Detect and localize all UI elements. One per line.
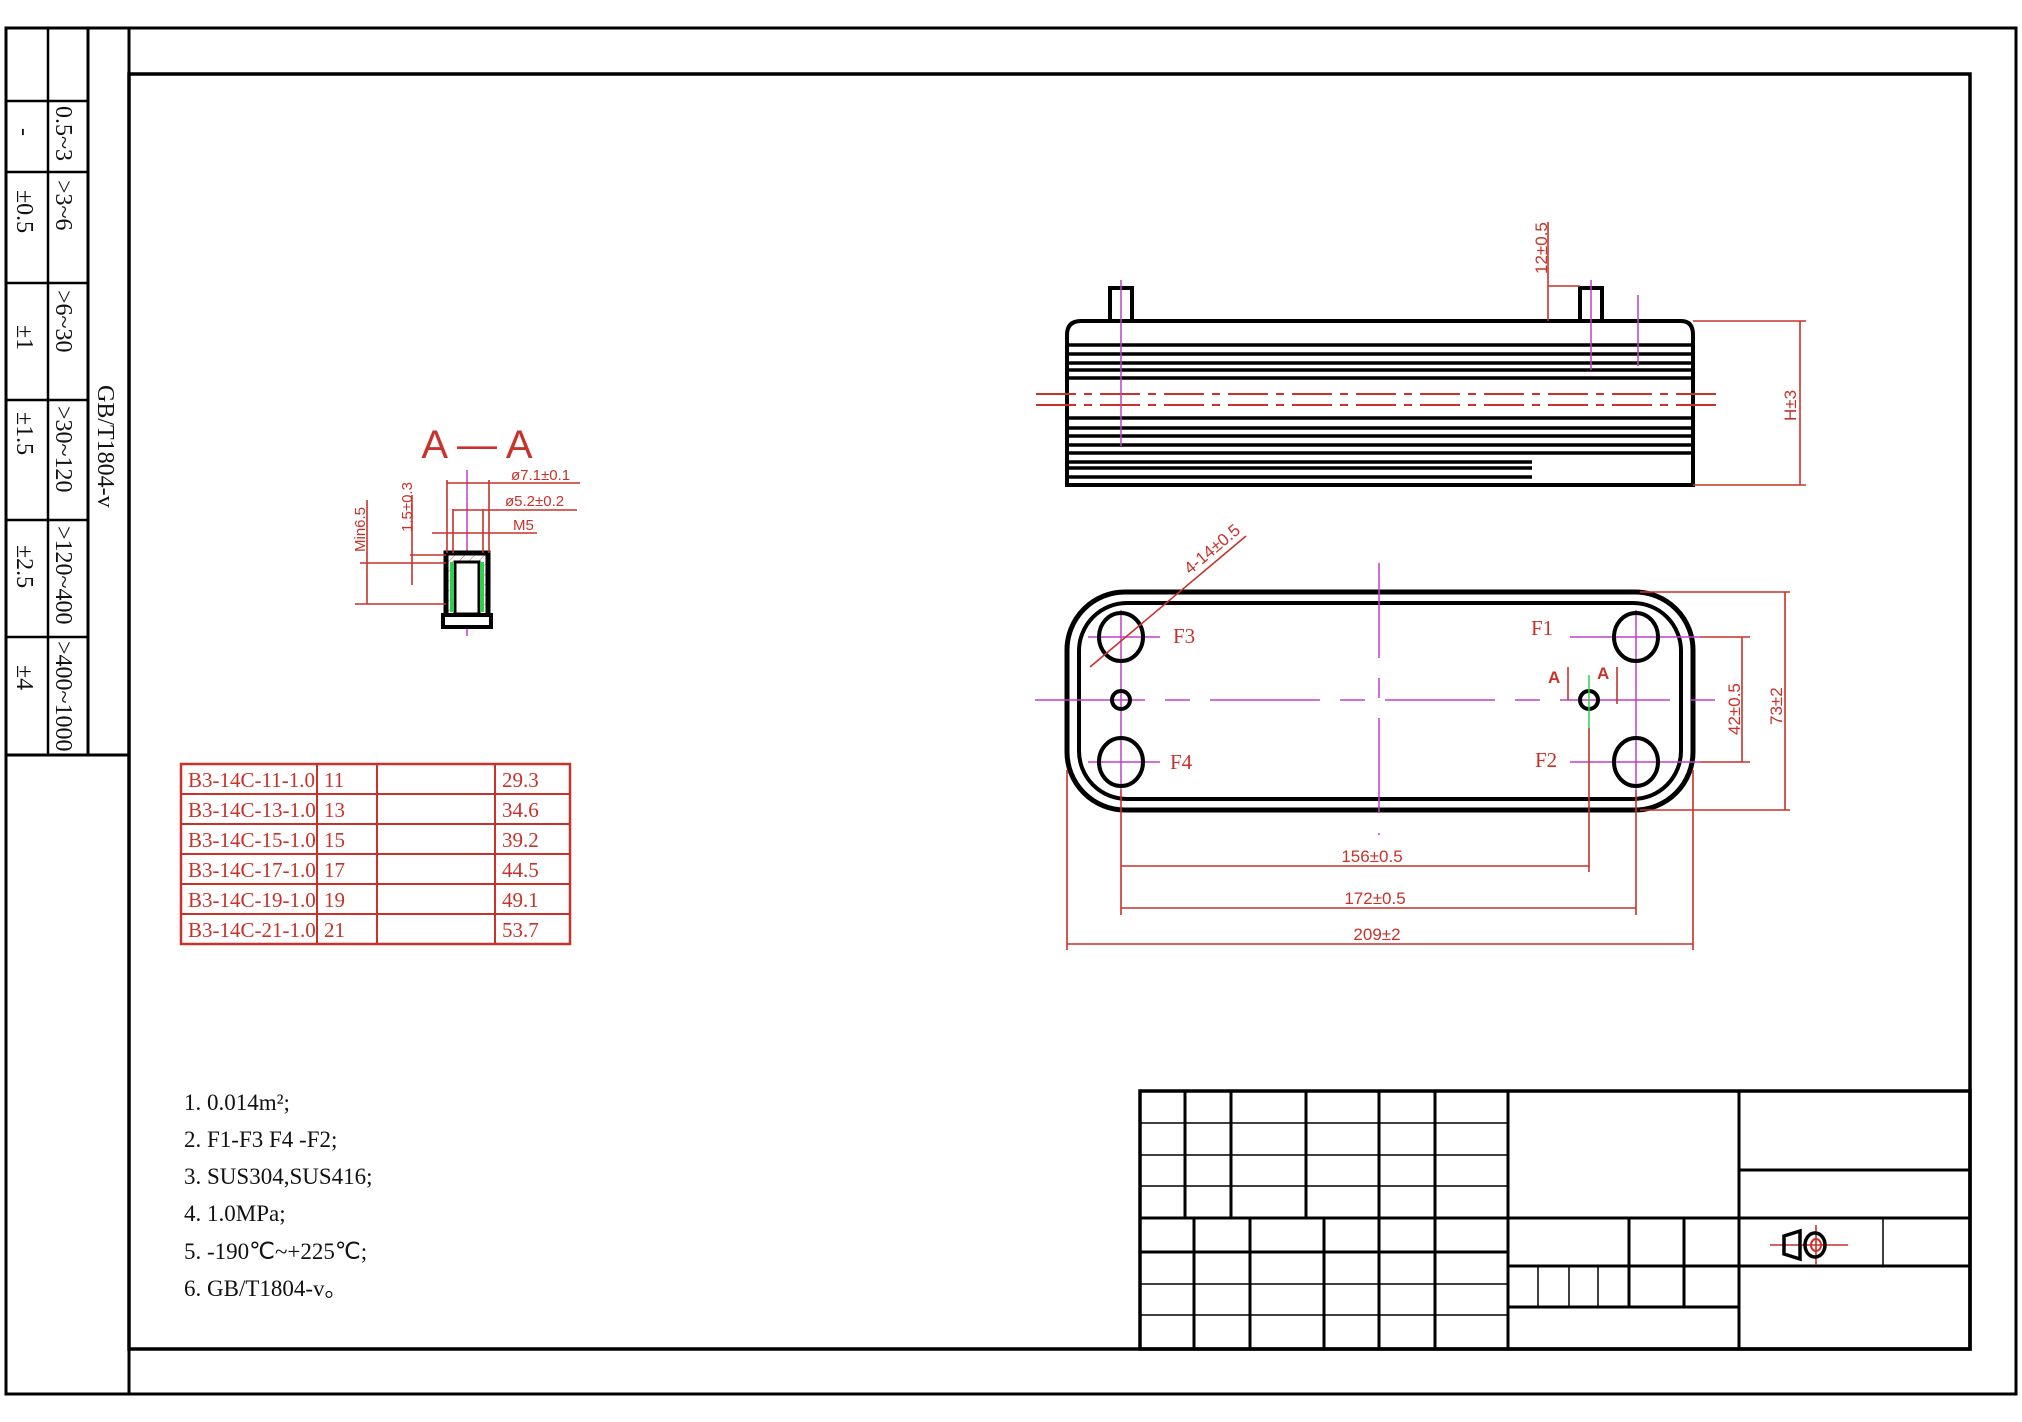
port-hole-f3 — [1097, 611, 1145, 663]
port-hole-f4 — [1097, 736, 1145, 788]
tol-range-2: >3~6 — [50, 180, 76, 231]
dim-209: 209±2 — [1353, 925, 1400, 944]
side-view: 12±0.5 H±3 — [1036, 222, 1806, 487]
parts-cell-plates: 13 — [324, 798, 345, 822]
parts-cell-value: 29.3 — [502, 768, 539, 792]
parts-cell-model: B3-14C-19-1.0 — [188, 888, 316, 912]
tol-range-6: >400~1000 — [50, 641, 76, 752]
port-hole-f2 — [1612, 736, 1660, 788]
note-5: 5. -190℃~+225℃; — [184, 1239, 367, 1264]
parts-cell-plates: 19 — [324, 888, 345, 912]
parts-cell-value: 49.1 — [502, 888, 539, 912]
top-view: 4-14±0.5 F3 F1 F4 F2 A A 156±0.5 172±0.5… — [1035, 520, 1790, 950]
dim-depth: 1.5±0.3 — [399, 482, 416, 532]
dim-42: 42±0.5 — [1725, 683, 1744, 735]
section-a-a: A — A ø7.1±0.1 ø5.2±0.2 M5 1.5±0.3 Min6.… — [352, 423, 580, 636]
dim-inner-diameter: ø5.2±0.2 — [505, 493, 564, 510]
label-f4: F4 — [1170, 750, 1193, 774]
dim-thread: M5 — [513, 517, 534, 534]
tol-value-3: ±1 — [11, 325, 37, 350]
parts-cell-model: B3-14C-13-1.0 — [188, 798, 316, 822]
section-title: A — A — [421, 423, 532, 467]
tol-value-4: ±1.5 — [11, 412, 37, 455]
projection-symbol-icon — [1770, 1225, 1848, 1265]
tol-value-1: - — [11, 128, 37, 136]
dim-156: 156±0.5 — [1341, 847, 1402, 866]
dim-outer-diameter: ø7.1±0.1 — [511, 467, 570, 484]
parts-cell-plates: 15 — [324, 828, 345, 852]
drawing-frame — [4, 26, 2018, 1396]
note-4: 4. 1.0MPa; — [184, 1201, 286, 1226]
tol-range-1: 0.5~3 — [50, 106, 76, 161]
title-block — [1138, 1089, 1972, 1351]
dim-pin-height: 12±0.5 — [1532, 222, 1551, 274]
note-2: 2. F1-F3 F4 -F2; — [184, 1127, 337, 1152]
dim-min-length: Min6.5 — [352, 507, 369, 552]
section-mark-left: A — [1548, 668, 1560, 687]
parts-cell-plates: 21 — [324, 918, 345, 942]
dim-hole-diameter: 4-14±0.5 — [1180, 520, 1244, 578]
dim-73: 73±2 — [1767, 687, 1786, 725]
tol-value-5: ±2.5 — [11, 545, 37, 588]
port-hole-f1 — [1612, 611, 1660, 663]
label-f1: F1 — [1531, 616, 1553, 640]
technical-notes: 1. 0.014m²; 2. F1-F3 F4 -F2; 3. SUS304,S… — [184, 1090, 373, 1301]
parts-cell-model: B3-14C-17-1.0 — [188, 858, 316, 882]
tol-value-6: ±4 — [11, 665, 37, 690]
parts-cell-plates: 11 — [324, 768, 344, 792]
parts-cell-plates: 17 — [324, 858, 345, 882]
tolerance-standard: GB/T1804-v — [92, 385, 118, 508]
note-6: 6. GB/T1804-v。 — [184, 1276, 348, 1301]
tol-value-2: ±0.5 — [11, 190, 37, 233]
note-1: 1. 0.014m²; — [184, 1090, 290, 1115]
parts-cell-value: 53.7 — [502, 918, 539, 942]
tol-range-5: >120~400 — [50, 526, 76, 625]
dim-height: H±3 — [1781, 390, 1800, 421]
label-f3: F3 — [1173, 624, 1195, 648]
parts-cell-model: B3-14C-15-1.0 — [188, 828, 316, 852]
parts-cell-value: 39.2 — [502, 828, 539, 852]
parts-cell-model: B3-14C-21-1.0 — [188, 918, 316, 942]
parts-cell-model: B3-14C-11-1.0 — [188, 768, 315, 792]
dim-172: 172±0.5 — [1344, 889, 1405, 908]
parts-cell-value: 44.5 — [502, 858, 539, 882]
section-mark-right: A — [1597, 664, 1609, 683]
tolerance-table: 0.5~3 - >3~6 ±0.5 >6~30 ±1 >30~120 ±1.5 … — [6, 28, 129, 757]
tol-range-4: >30~120 — [50, 406, 76, 493]
label-f2: F2 — [1535, 748, 1557, 772]
note-3: 3. SUS304,SUS416; — [184, 1164, 373, 1189]
parts-cell-value: 34.6 — [502, 798, 539, 822]
parts-table: B3-14C-11-1.0 11 29.3B3-14C-13-1.0 13 34.6B3… — [179, 762, 572, 946]
tol-range-3: >6~30 — [50, 290, 76, 353]
